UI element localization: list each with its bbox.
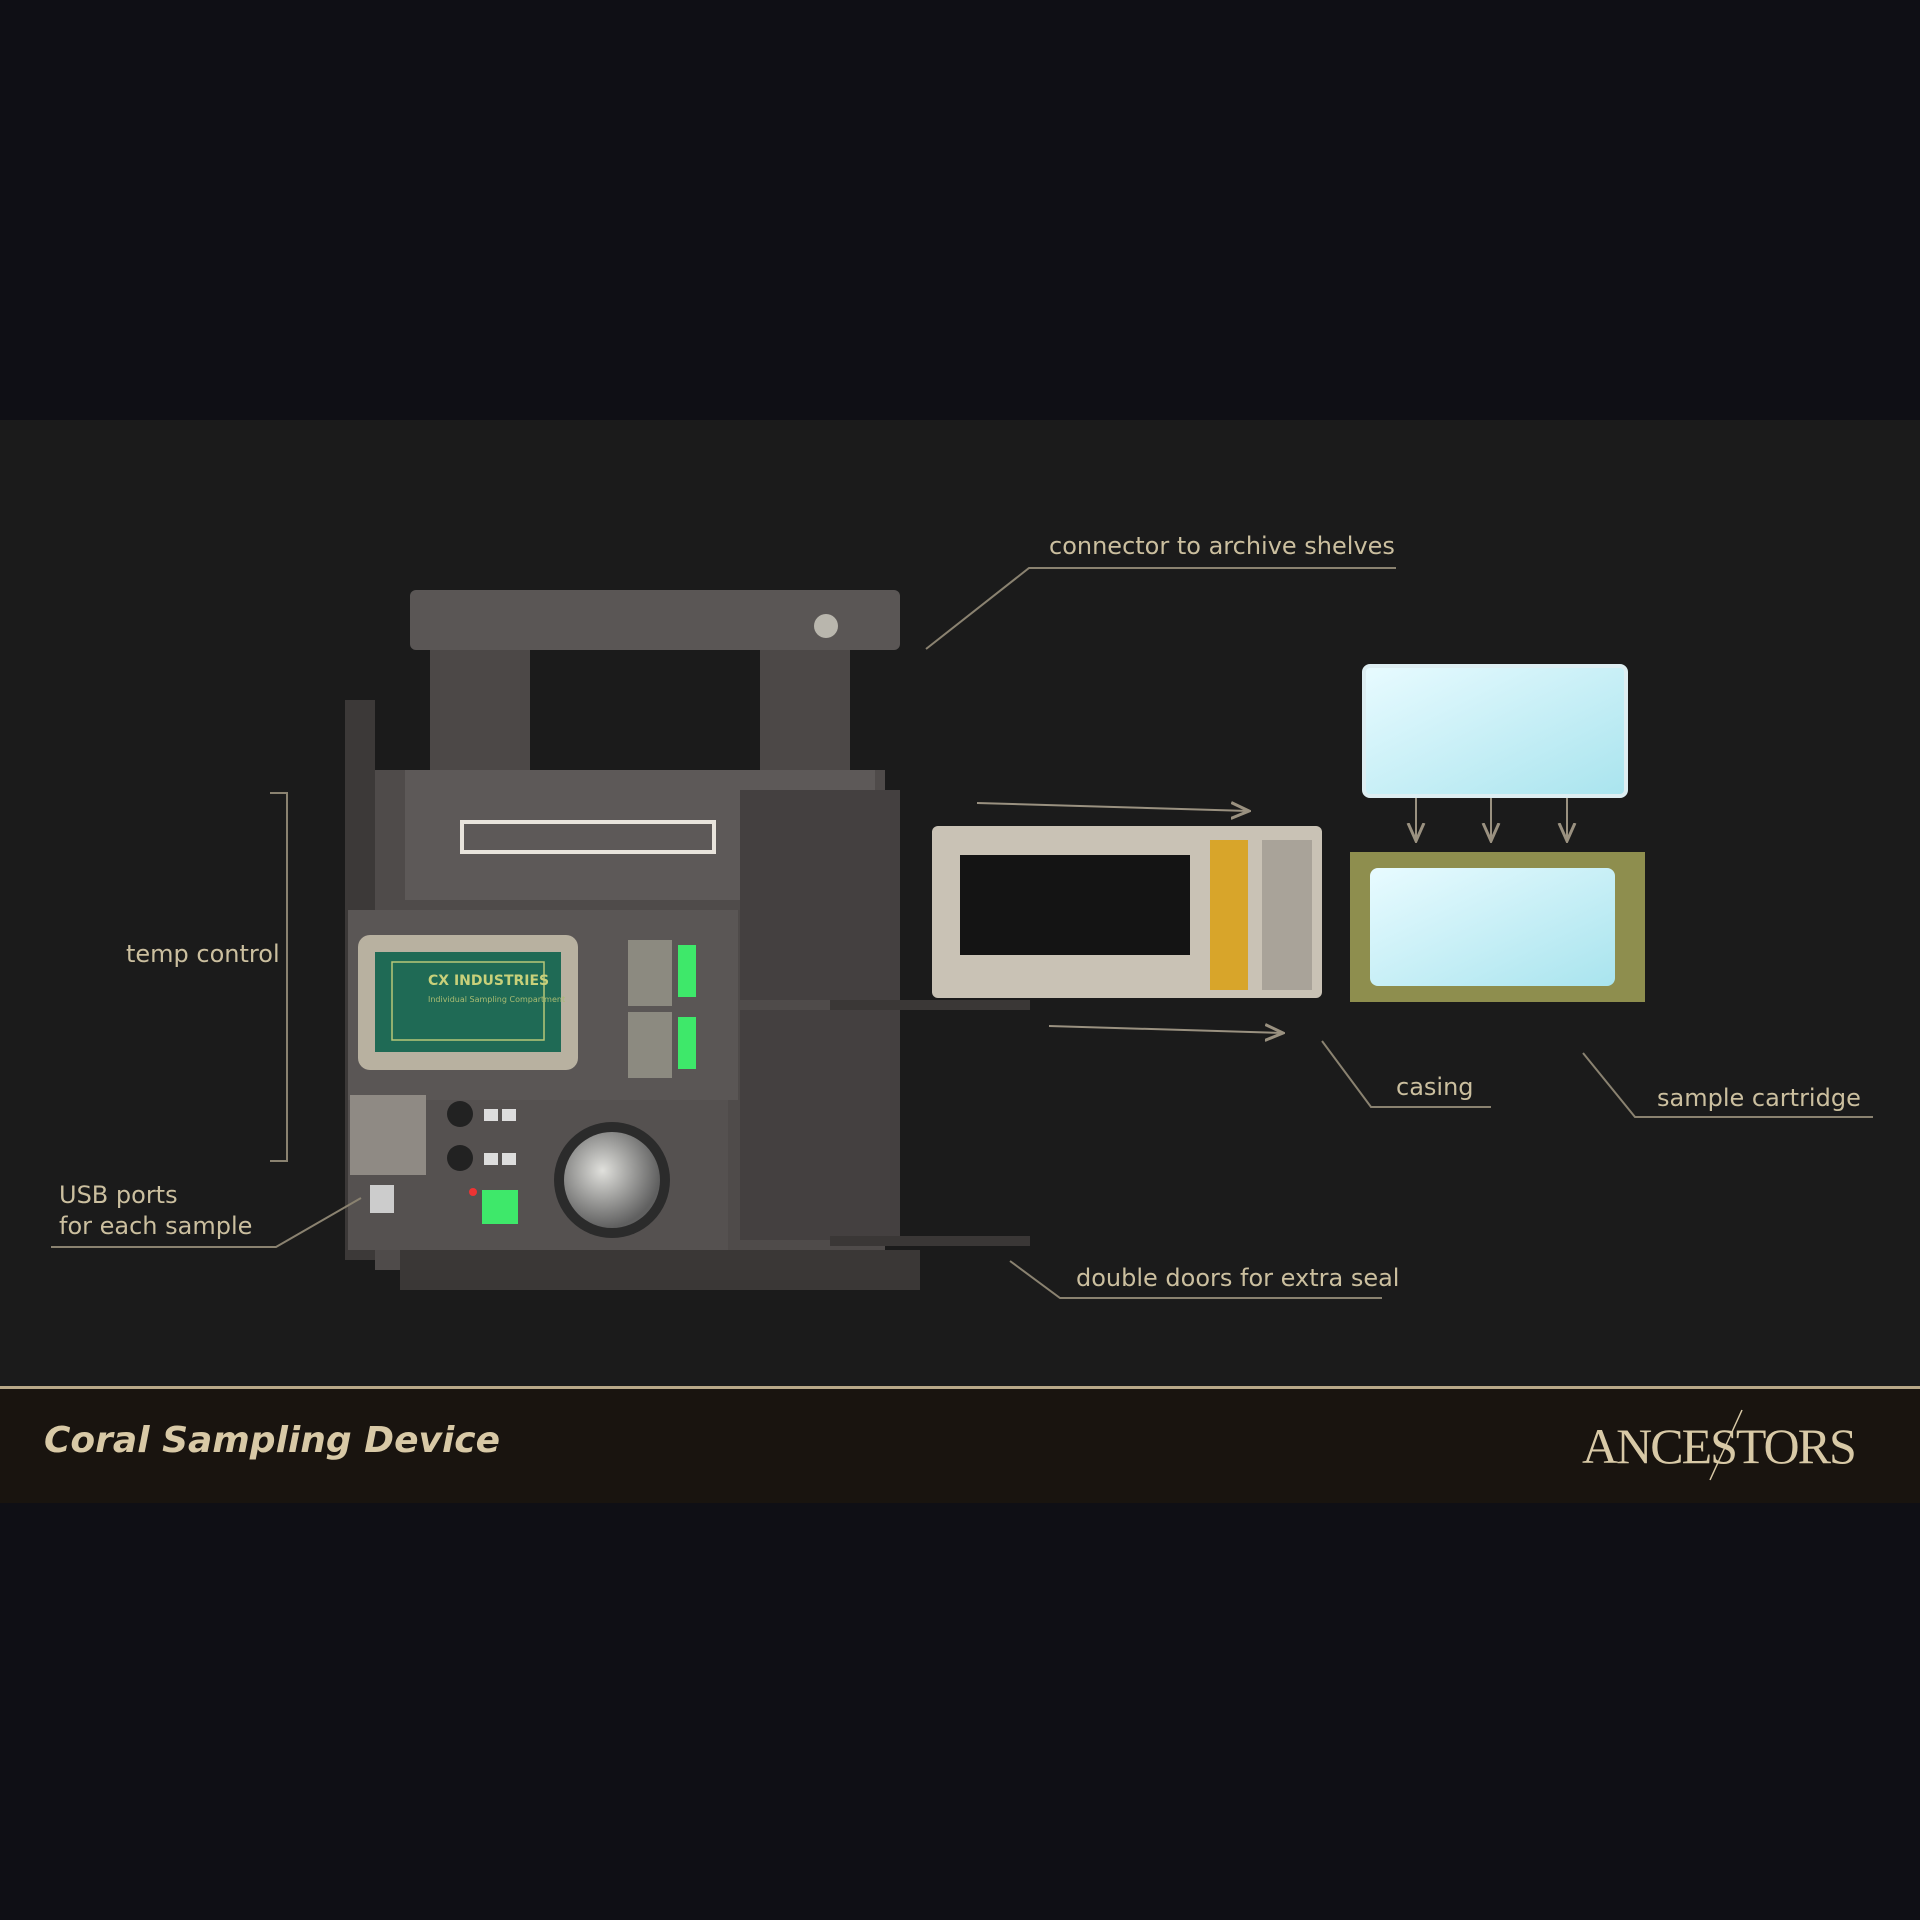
label-usb-line1: USB ports <box>59 1181 178 1209</box>
label-double-doors: double doors for extra seal <box>1076 1264 1400 1292</box>
sample-cartridge-part <box>1350 852 1645 1002</box>
label-sample-cartridge: sample cartridge <box>1657 1084 1861 1112</box>
label-connector: connector to archive shelves <box>1049 532 1395 560</box>
leader-lines <box>51 567 1873 1299</box>
screen-brand: CX INDUSTRIES <box>428 973 549 989</box>
label-casing: casing <box>1396 1073 1474 1101</box>
ancestors-logo: ANCESTORS <box>1582 1409 1857 1481</box>
handle <box>410 590 900 770</box>
footer-bar <box>0 1386 1920 1503</box>
label-temp-control: temp control <box>126 940 280 968</box>
device-body <box>345 700 1030 1290</box>
page-title: Coral Sampling Device <box>44 1420 501 1461</box>
label-usb-line2: for each sample <box>59 1212 253 1240</box>
glass-cover <box>1362 664 1628 798</box>
assembly-arrows <box>976 798 1567 1033</box>
casing-part <box>932 826 1322 998</box>
screen-subtitle: Individual Sampling Compartment <box>428 995 565 1004</box>
svg-text:ANCESTORS: ANCESTORS <box>1582 1418 1855 1474</box>
